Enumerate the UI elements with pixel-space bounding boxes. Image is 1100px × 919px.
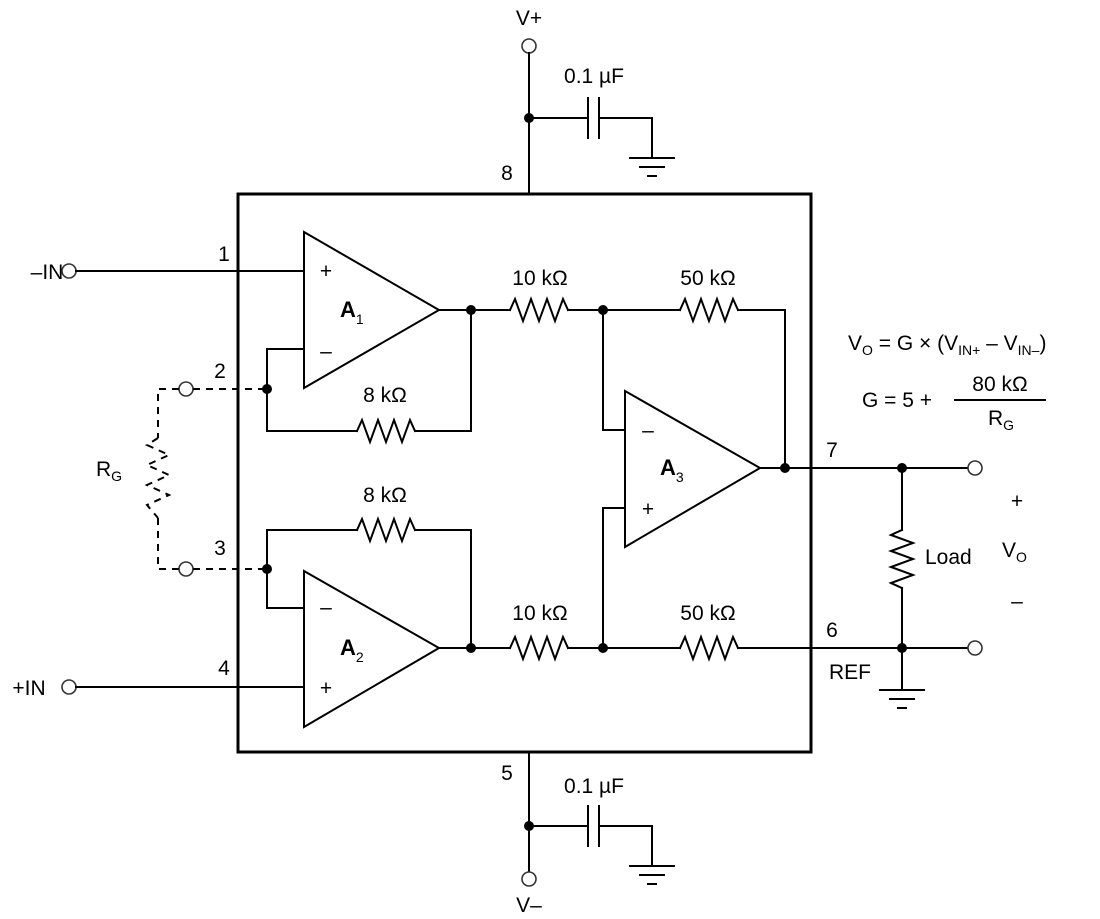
ref-label: REF [829,661,871,684]
junction-dot [524,113,534,123]
opamp-a1: + – A1 [303,230,441,390]
a1-minus-sign: – [320,340,332,363]
v-minus-terminal[interactable] [521,871,537,887]
ground-icon [629,865,675,885]
pos-input-label: +IN [12,677,45,700]
rg-resistor [144,437,172,519]
resistor-50k-bottom-label: 50 kΩ [680,602,735,625]
formula-gain: G = 5 + 80 kΩ RG [862,373,1046,433]
pos-input-terminal[interactable] [61,679,77,695]
pin-3-label: 3 [214,537,226,560]
a1-label: A1 [340,297,364,327]
junction-dot [524,821,534,831]
resistor-50k-top [678,296,740,324]
junction-dot [262,564,272,574]
resistor-8k-a1 [355,417,417,445]
resistor-8k-a1-label: 8 kΩ [363,384,407,407]
junction-dot [780,463,790,473]
formula-gain-numerator: 80 kΩ [972,373,1027,396]
a3-plus-sign: + [642,498,654,521]
junction-dot [262,384,272,394]
resistor-10k-top-label: 10 kΩ [512,267,567,290]
load-resistor [888,528,916,590]
v-minus-label: V– [516,894,542,917]
a2-minus-sign: – [320,596,332,619]
formula-output-voltage: VO = G × (VIN+ – VIN–) [848,332,1046,358]
pin-4-label: 4 [218,657,230,680]
v-plus-terminal[interactable] [521,38,537,54]
ground-icon [879,689,925,709]
resistor-10k-bottom [508,634,570,662]
output-minus-sign: – [1011,590,1023,613]
a3-label: A3 [660,455,684,485]
resistor-8k-a2-label: 8 kΩ [363,484,407,507]
neg-input-label: –IN [31,261,64,284]
rg-label: RG [96,458,122,484]
a1-plus-sign: + [320,260,332,283]
opamp-a3: – + A3 [624,389,762,549]
formula-gain-denominator: RG [988,407,1014,433]
neg-input-terminal[interactable] [61,263,77,279]
v-plus-label: V+ [516,7,542,30]
pin-1-label: 1 [218,243,230,266]
pin-5-label: 5 [501,762,513,785]
capacitor-top-label: 0.1 µF [564,65,624,88]
junction-dot [466,643,476,653]
resistor-8k-a2 [355,516,417,544]
output-negative-terminal[interactable] [967,640,983,656]
positive-supply-section: V+ 0.1 µF 8 [501,7,675,195]
formula-gain-lhs: G = 5 + [862,389,932,412]
a2-label: A2 [340,635,364,665]
opamp-a2: – + A2 [303,569,441,729]
negative-supply-section: V– 0.1 µF 5 [501,751,675,917]
a3-minus-sign: – [642,419,654,442]
resistor-10k-bottom-label: 10 kΩ [512,602,567,625]
pin-2-label: 2 [214,360,226,383]
output-positive-terminal[interactable] [967,460,983,476]
resistor-10k-top [508,296,570,324]
pin-3-terminal[interactable] [178,561,194,577]
load-label: Load [925,546,972,569]
ground-icon [629,157,675,177]
pin-7-label: 7 [826,439,838,462]
output-vo-label: VO [1002,539,1027,565]
output-plus-sign: + [1011,490,1023,513]
rg-dashed-wire [157,388,179,570]
pin-6-label: 6 [826,619,838,642]
resistor-50k-top-label: 50 kΩ [680,267,735,290]
pin-2-terminal[interactable] [178,381,194,397]
a2-plus-sign: + [320,677,332,700]
resistor-50k-bottom [678,634,740,662]
pin-8-label: 8 [501,162,513,185]
capacitor-bottom-label: 0.1 µF [564,775,624,798]
ic-package-box [236,192,813,754]
